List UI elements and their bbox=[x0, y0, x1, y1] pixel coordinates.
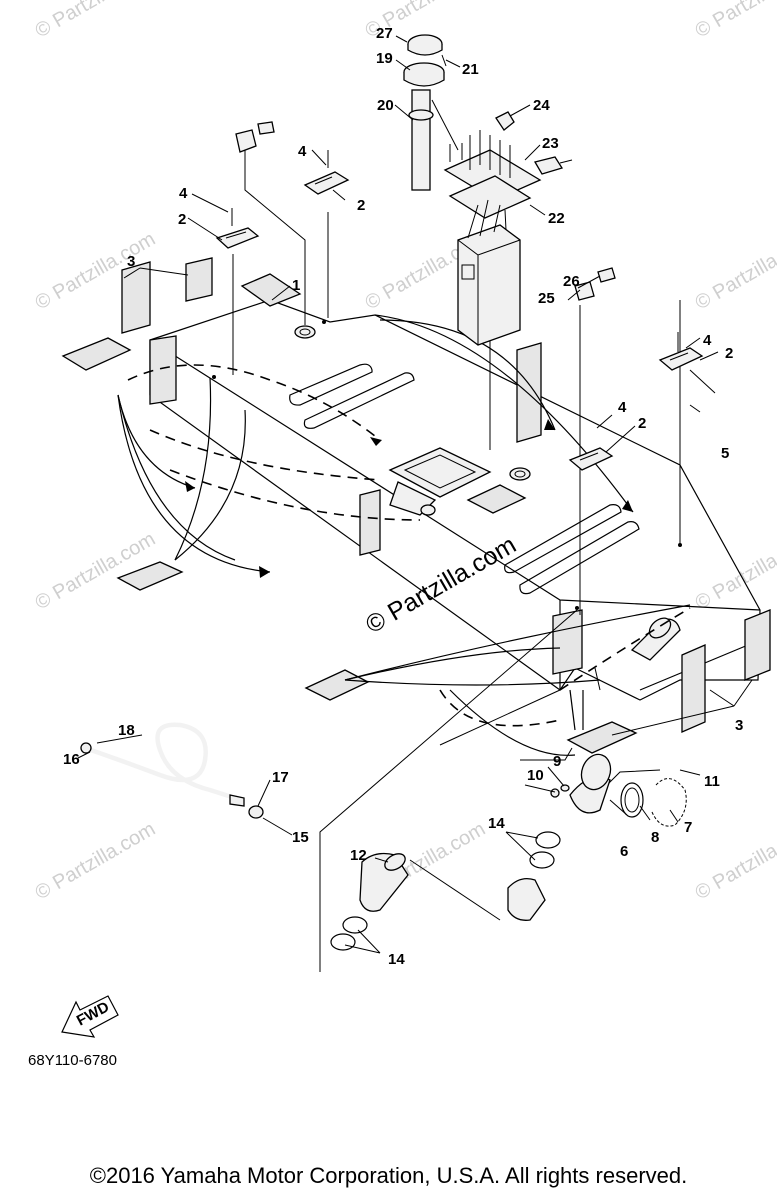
callout-4: 4 bbox=[703, 332, 712, 349]
fitting bbox=[495, 111, 515, 131]
callout-24: 24 bbox=[533, 97, 550, 114]
callout-3: 3 bbox=[127, 253, 135, 270]
fitting bbox=[534, 156, 564, 175]
callout-14: 14 bbox=[388, 951, 405, 968]
pad bbox=[304, 669, 370, 701]
sender-unit bbox=[457, 224, 521, 346]
pad bbox=[516, 342, 542, 443]
callout-3: 3 bbox=[735, 717, 743, 734]
pad bbox=[185, 257, 213, 302]
callout-5: 5 bbox=[721, 445, 729, 462]
callout-8: 8 bbox=[651, 829, 659, 846]
pad bbox=[116, 561, 184, 591]
bracket bbox=[215, 227, 260, 249]
callout-16: 16 bbox=[63, 751, 80, 768]
callout-10: 10 bbox=[527, 767, 544, 784]
bracket bbox=[303, 171, 350, 195]
copyright-notice: ©2016 Yamaha Motor Corporation, U.S.A. A… bbox=[89, 1163, 688, 1188]
pad bbox=[149, 335, 177, 405]
callout-27: 27 bbox=[376, 25, 393, 42]
pad bbox=[359, 489, 381, 556]
callout-12: 12 bbox=[350, 847, 367, 864]
pad bbox=[61, 337, 132, 371]
callout-1: 1 bbox=[292, 277, 300, 294]
callout-4: 4 bbox=[618, 399, 627, 416]
pad bbox=[552, 609, 583, 675]
callout-19: 19 bbox=[376, 50, 393, 67]
watermark-main: © Partzilla.com bbox=[361, 531, 521, 639]
placement-arrows bbox=[117, 314, 691, 756]
callout-23: 23 bbox=[542, 135, 559, 152]
watermark: © Partzilla.com bbox=[32, 0, 160, 42]
fwd-arrow: FWD bbox=[61, 995, 119, 1038]
pad bbox=[121, 261, 151, 334]
callout-2: 2 bbox=[357, 197, 365, 214]
callout-14: 14 bbox=[488, 815, 505, 832]
leader-lines bbox=[232, 148, 681, 972]
callout-2: 2 bbox=[178, 211, 186, 228]
callout-26: 26 bbox=[563, 273, 580, 290]
callout-20: 20 bbox=[377, 97, 394, 114]
brackets bbox=[215, 121, 716, 471]
bracket bbox=[658, 347, 704, 371]
callout-15: 15 bbox=[292, 829, 309, 846]
hose-13 bbox=[507, 877, 546, 921]
pad bbox=[240, 273, 302, 307]
bracket bbox=[568, 447, 614, 471]
callout-22: 22 bbox=[548, 210, 565, 227]
pad bbox=[744, 609, 771, 681]
grommet bbox=[294, 325, 316, 339]
callout-4: 4 bbox=[298, 143, 307, 160]
callouts: 1 2 2 2 2 3 3 4 4 4 4 5 6 7 8 9 10 11 12… bbox=[63, 25, 743, 968]
pad bbox=[681, 644, 706, 733]
callout-21: 21 bbox=[462, 61, 479, 78]
callout-6: 6 bbox=[620, 843, 628, 860]
callout-18: 18 bbox=[118, 722, 135, 739]
vent-hose bbox=[80, 722, 264, 819]
watermark: © Partzilla.com bbox=[692, 528, 777, 614]
fuel-tank bbox=[149, 299, 761, 701]
fitting bbox=[597, 267, 616, 283]
fuel-sender-assembly bbox=[403, 34, 573, 346]
fitting bbox=[235, 129, 257, 153]
watermark: © Partzilla.com bbox=[692, 818, 777, 904]
sender-tube bbox=[411, 89, 431, 191]
callout-4: 4 bbox=[179, 185, 188, 202]
filler-parts bbox=[330, 753, 687, 951]
callout-25: 25 bbox=[538, 290, 555, 307]
grommet bbox=[509, 467, 531, 481]
part-code: 68Y110-6780 bbox=[28, 1052, 117, 1069]
watermark: © Partzilla.com bbox=[692, 228, 777, 314]
callout-2: 2 bbox=[638, 415, 646, 432]
watermark: © Partzilla.com bbox=[692, 0, 777, 42]
callout-7: 7 bbox=[684, 819, 692, 836]
watermark: © Partzilla.com bbox=[32, 818, 160, 904]
callout-17: 17 bbox=[272, 769, 289, 786]
callout-9: 9 bbox=[553, 753, 561, 770]
callout-leaders bbox=[77, 35, 753, 954]
callout-11: 11 bbox=[704, 773, 720, 790]
pad bbox=[566, 721, 638, 754]
callout-2: 2 bbox=[725, 345, 733, 362]
fitting bbox=[257, 121, 275, 135]
rubber-pads bbox=[61, 257, 771, 754]
